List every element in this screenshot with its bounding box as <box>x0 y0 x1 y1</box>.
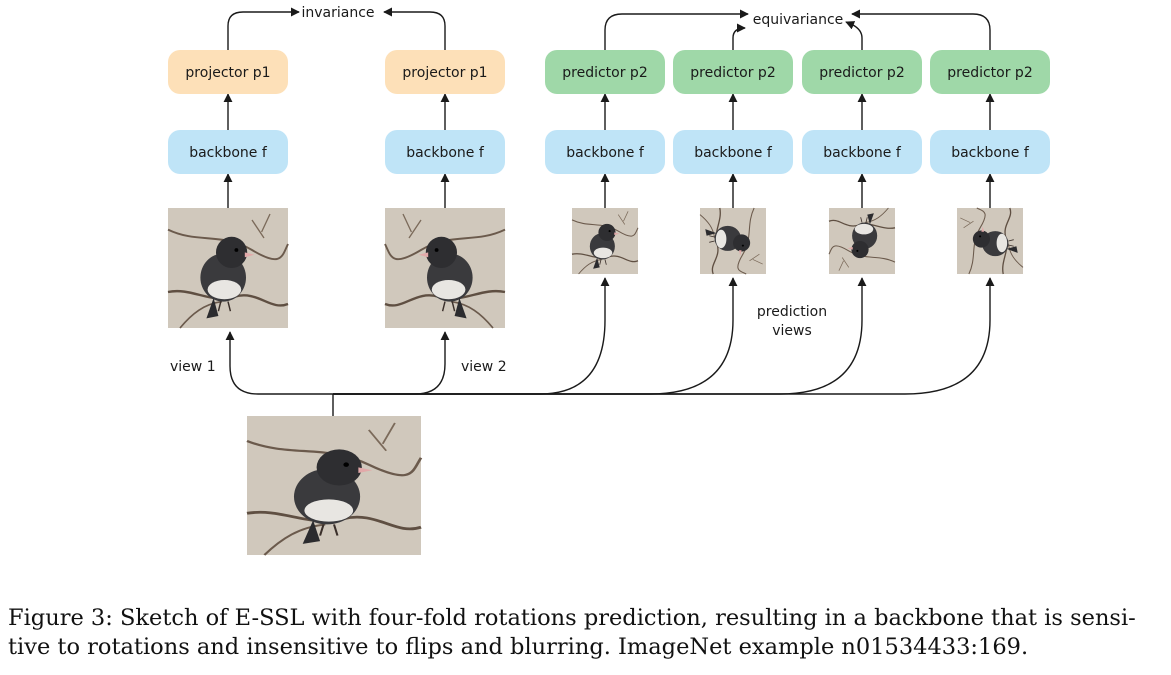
arrow-pred3-to-equivariance <box>845 21 863 50</box>
predictor-label: predictor p2 <box>562 65 647 81</box>
prediction-view-rot90 <box>699 207 767 275</box>
backbone-f-5: backbone f <box>802 130 922 174</box>
arrow-original-to-view1 <box>225 331 333 395</box>
predictor-p2-4: predictor p2 <box>930 50 1050 94</box>
view-1-label: view 1 <box>170 359 216 375</box>
caption-line-2: tive to rotations and insensitive to fli… <box>8 634 1029 660</box>
arrow-original-to-pview4 <box>333 277 995 395</box>
backbone-f-3: backbone f <box>545 130 665 174</box>
arrow-proj2-to-invariance <box>383 7 446 50</box>
original-image <box>245 414 423 557</box>
predictor-label: predictor p2 <box>690 65 775 81</box>
prediction-view-rot0 <box>571 207 639 275</box>
caption-line-1: Figure 3: Sketch of E-SSL with four-fold… <box>8 605 1136 631</box>
projector-label: projector p1 <box>402 65 487 81</box>
arrow-pred4-to-equivariance <box>851 9 991 50</box>
predictor-p2-1: predictor p2 <box>545 50 665 94</box>
arrow-pred1-to-equivariance <box>604 9 749 50</box>
view-2-label: view 2 <box>461 359 507 375</box>
backbone-f-1: backbone f <box>168 130 288 174</box>
invariance-label: invariance <box>301 5 374 21</box>
view-1-image <box>166 206 290 330</box>
backbone-label: backbone f <box>694 145 773 161</box>
backbone-label: backbone f <box>951 145 1030 161</box>
view-2-image <box>383 206 507 330</box>
backbone-f-2: backbone f <box>385 130 505 174</box>
arrow-original-to-view2 <box>333 331 450 395</box>
backbone-label: backbone f <box>406 145 485 161</box>
backbone-label: backbone f <box>823 145 902 161</box>
predictor-label: predictor p2 <box>819 65 904 81</box>
backbone-label: backbone f <box>189 145 268 161</box>
projector-label: projector p1 <box>185 65 270 81</box>
prediction-view-rot180 <box>828 207 896 275</box>
backbone-label: backbone f <box>566 145 645 161</box>
prediction-views-label-line1: prediction <box>757 304 827 320</box>
predictor-p2-2: predictor p2 <box>673 50 793 94</box>
equivariance-label: equivariance <box>753 12 844 28</box>
e-ssl-diagram: projector p1 projector p1 predictor p2 p… <box>166 5 1050 557</box>
figure-caption: Figure 3: Sketch of E-SSL with four-fold… <box>8 604 1168 662</box>
projector-p1-right: projector p1 <box>385 50 505 94</box>
projector-p1-left: projector p1 <box>168 50 288 94</box>
prediction-view-rot270 <box>956 207 1024 275</box>
backbone-f-4: backbone f <box>673 130 793 174</box>
predictor-p2-3: predictor p2 <box>802 50 922 94</box>
backbone-f-6: backbone f <box>930 130 1050 174</box>
arrow-pred2-to-equivariance <box>732 23 746 50</box>
prediction-views-label-line2: views <box>772 323 812 339</box>
predictor-label: predictor p2 <box>947 65 1032 81</box>
arrow-proj1-to-invariance <box>227 7 300 50</box>
